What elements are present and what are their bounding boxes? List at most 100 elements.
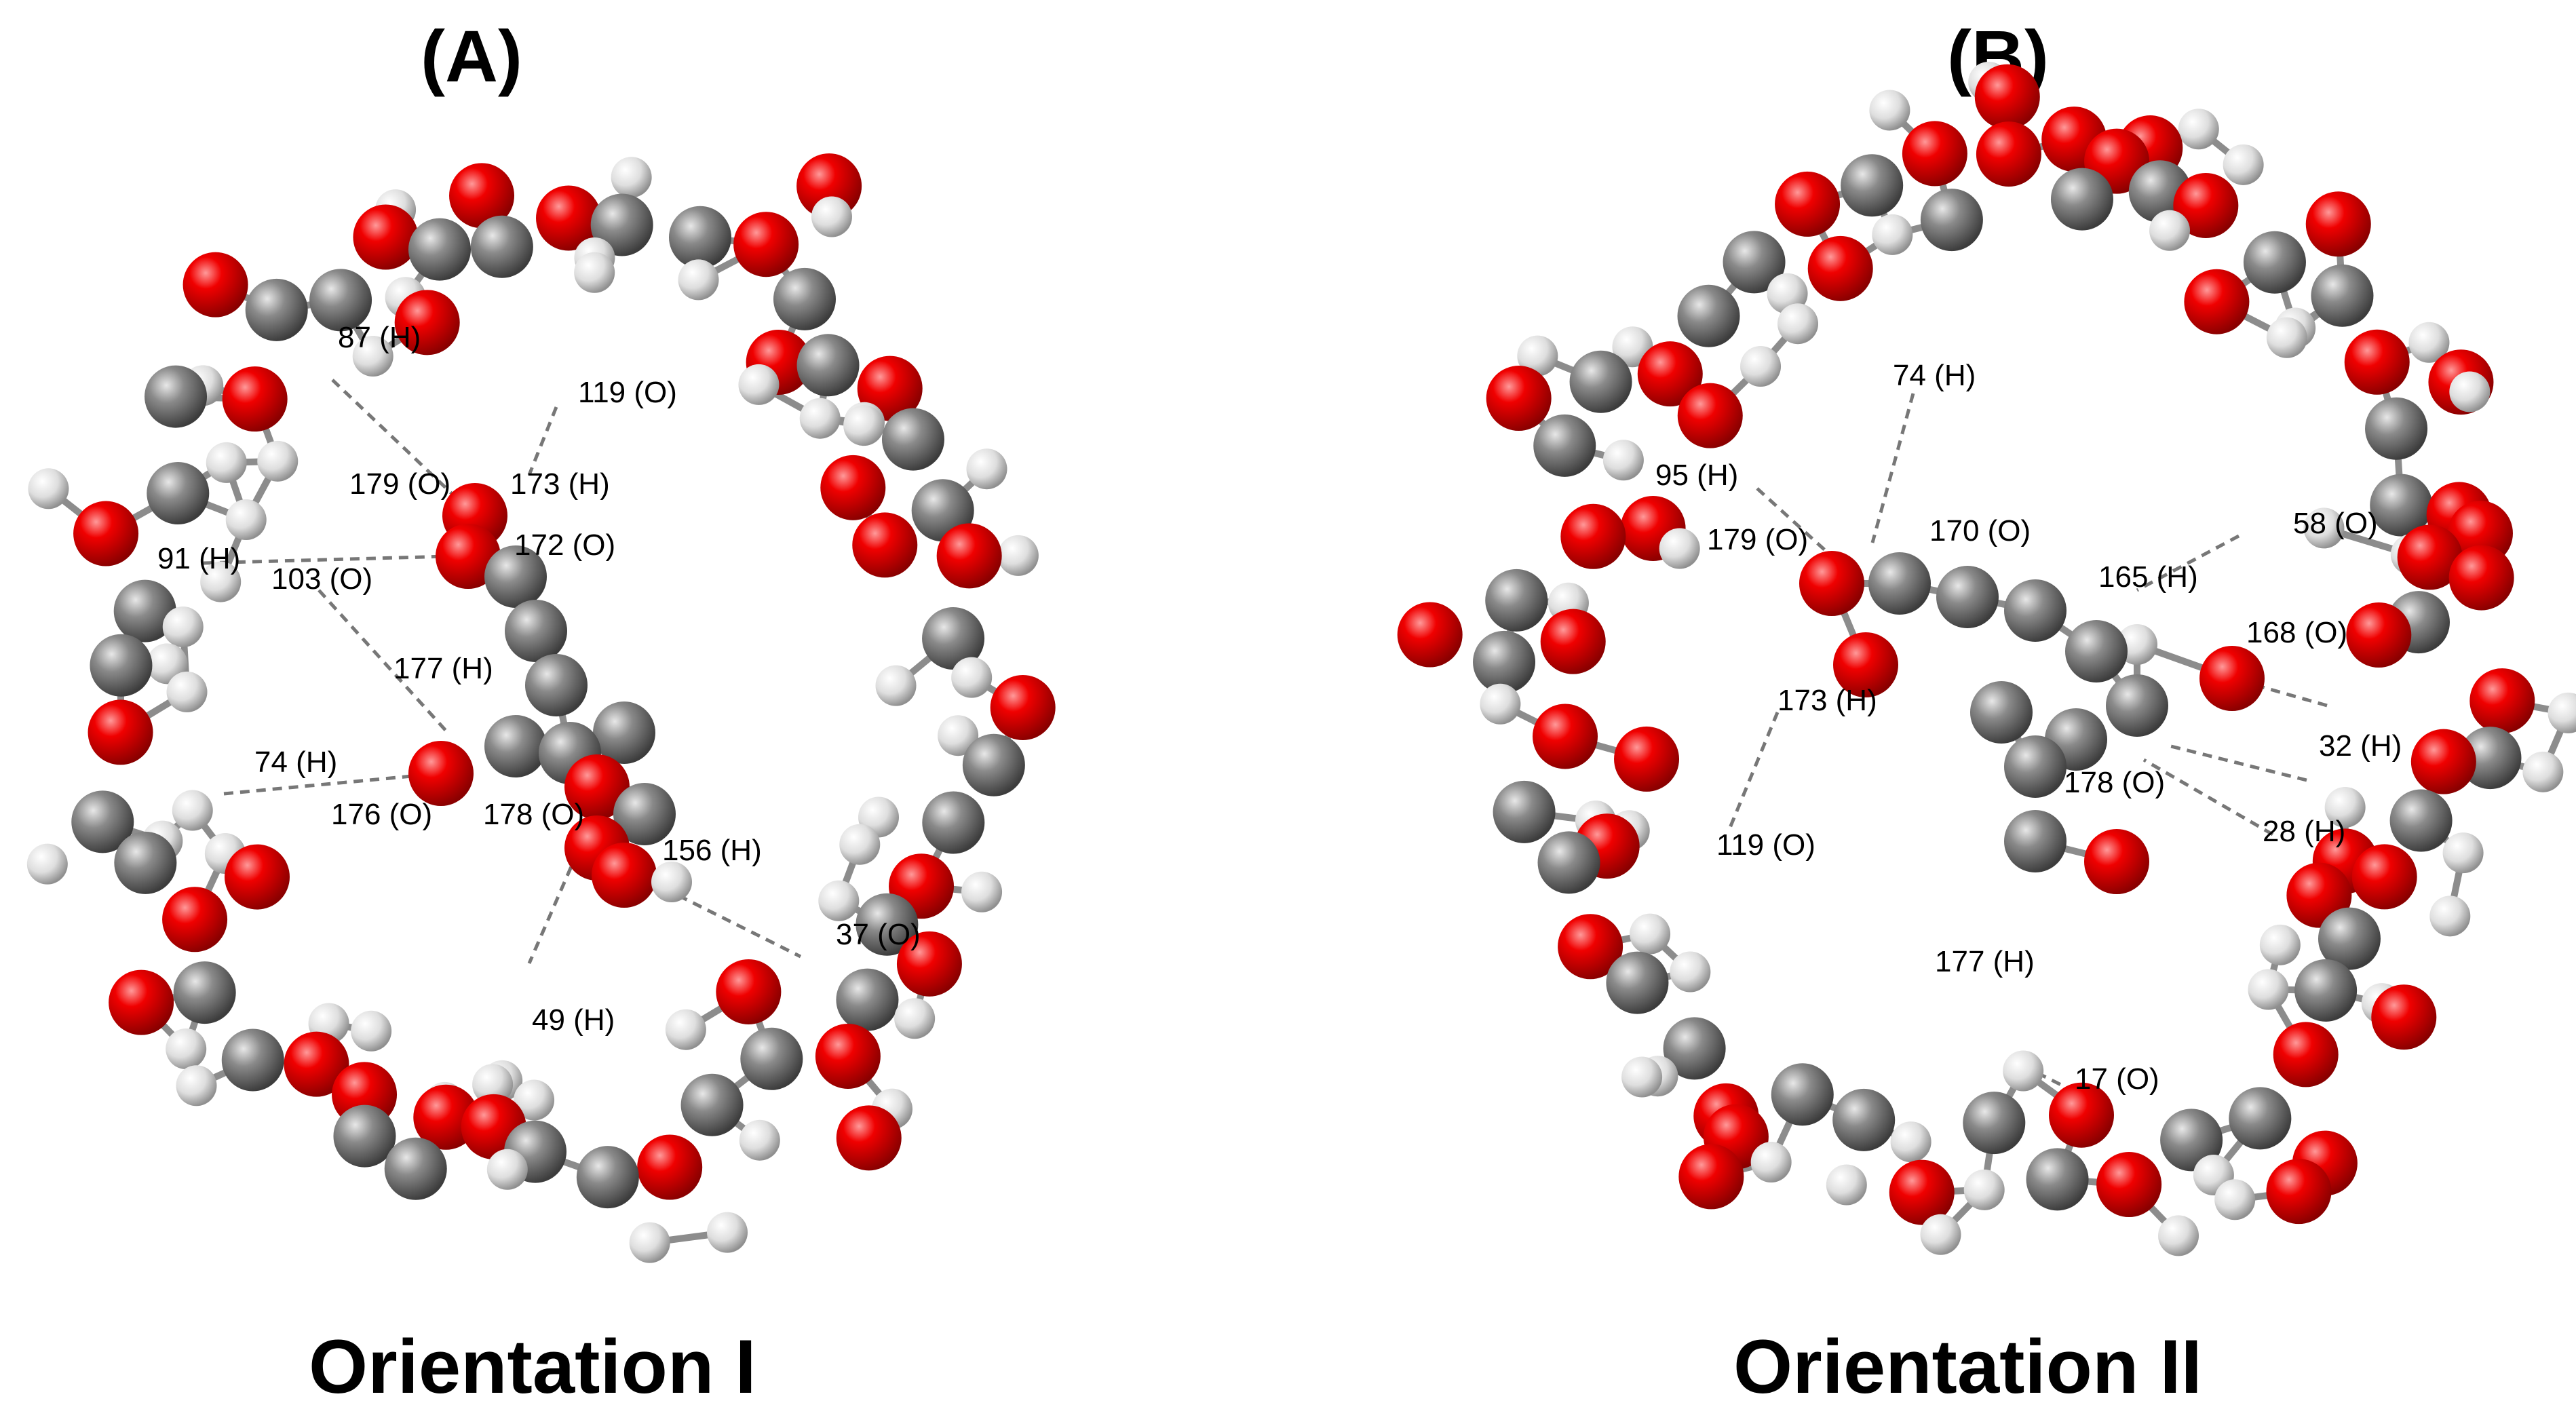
hydrogen-atom xyxy=(172,790,213,831)
oxygen-atom xyxy=(109,969,174,1035)
carbon-atom xyxy=(593,701,655,764)
hydrogen-atom xyxy=(611,157,652,198)
carbon-atom xyxy=(2004,810,2066,872)
hydrogen-atom xyxy=(799,398,841,439)
carbon-atom xyxy=(484,715,547,777)
carbon-atom xyxy=(1493,780,1556,843)
hydrogen-atom xyxy=(2003,1050,2044,1092)
hydrogen-atom xyxy=(1659,528,1700,569)
oxygen-atom xyxy=(1677,383,1743,448)
hydrogen-atom xyxy=(738,364,780,405)
oxygen-atom xyxy=(2410,729,2476,794)
hydrogen-atom xyxy=(28,468,69,509)
panel-a-heading: (A) xyxy=(421,15,522,97)
oxygen-atom xyxy=(2184,269,2250,334)
hydrogen-atom xyxy=(2178,109,2219,150)
atom-label: 103 (O) xyxy=(271,562,372,596)
carbon-atom xyxy=(576,1146,639,1209)
oxygen-atom xyxy=(1558,914,1623,980)
oxygen-atom xyxy=(936,523,1002,589)
carbon-atom xyxy=(71,790,134,853)
oxygen-atom xyxy=(1775,171,1841,237)
atom-label: 119 (O) xyxy=(1716,828,1815,862)
hydrogen-atom xyxy=(2158,1215,2199,1256)
carbon-atom xyxy=(1569,350,1632,413)
carbon-atom xyxy=(408,218,472,281)
hydrogen-atom xyxy=(514,1079,555,1121)
hydrogen-bond-layer xyxy=(203,379,802,964)
carbon-atom xyxy=(2004,735,2066,798)
oxygen-atom xyxy=(815,1023,881,1089)
atom-label: 177 (H) xyxy=(1935,945,2035,978)
hydrogen-atom xyxy=(257,440,299,482)
oxygen-atom xyxy=(1799,551,1864,616)
carbon-atom xyxy=(2311,264,2374,327)
oxygen-atom xyxy=(1560,503,1626,569)
hydrogen-atom xyxy=(166,1028,207,1070)
carbon-atom xyxy=(590,193,653,256)
carbon-atom xyxy=(484,545,547,608)
carbon-atom xyxy=(1537,831,1600,894)
hydrogen-bond xyxy=(2136,534,2240,592)
hydrogen-atom xyxy=(1517,335,1558,377)
oxygen-atom xyxy=(1397,602,1463,668)
hydrogen-atom xyxy=(26,843,68,885)
carbon-atom xyxy=(145,365,208,428)
carbon-atom xyxy=(384,1137,447,1200)
carbon-atom xyxy=(1832,1088,1896,1151)
oxygen-atom xyxy=(536,185,602,251)
carbon-atom xyxy=(90,634,153,697)
carbon-atom xyxy=(1723,231,1786,294)
hydrogen-atom xyxy=(1630,913,1671,955)
atom-label: 17 (O) xyxy=(2075,1062,2159,1096)
carbon-atom xyxy=(1663,1017,1726,1080)
carbon-atom xyxy=(922,791,985,854)
carbon-atom xyxy=(2065,620,2128,682)
panel-a-molecule: 87 (H)119 (O)179 (O)173 (H)172 (O)91 (H)… xyxy=(26,153,1056,1263)
carbon-atom xyxy=(505,600,567,662)
carbon-atom xyxy=(1533,414,1596,477)
oxygen-atom xyxy=(284,1031,349,1097)
panel-b-molecule: 74 (H)95 (H)179 (O)170 (O)58 (O)165 (H)1… xyxy=(1397,62,2576,1256)
oxygen-atom xyxy=(2273,1022,2339,1088)
oxygen-atom xyxy=(836,1105,902,1171)
hydrogen-atom xyxy=(875,665,917,706)
hydrogen-atom xyxy=(225,499,267,541)
hydrogen-atom xyxy=(1777,303,1819,345)
hydrogen-atom xyxy=(1480,683,1521,725)
oxygen-atom xyxy=(852,512,918,578)
hydrogen-atom xyxy=(2303,507,2345,549)
atom-label: 49 (H) xyxy=(532,1003,615,1037)
oxygen-atom xyxy=(1678,1144,1744,1210)
carbon-atom xyxy=(2365,397,2428,460)
hydrogen-atom xyxy=(200,561,242,602)
oxygen-atom xyxy=(394,290,460,355)
oxygen-atom xyxy=(1833,632,1898,697)
hydrogen-atom xyxy=(961,871,1003,912)
hydrogen-atom xyxy=(1872,214,1913,255)
carbon-atom xyxy=(173,961,236,1024)
hydrogen-atom xyxy=(162,607,204,648)
atom-label: 165 (H) xyxy=(2098,560,2198,594)
carbon-atom xyxy=(1936,566,1999,628)
carbon-atom xyxy=(309,269,372,332)
hydrogen-atom xyxy=(1869,90,1910,131)
hydrogen-atom xyxy=(486,1149,528,1190)
oxygen-atom xyxy=(1637,341,1703,407)
hydrogen-bond xyxy=(2142,758,2274,836)
carbon-atom xyxy=(962,733,1025,796)
oxygen-atom xyxy=(2344,329,2410,395)
atom-label: 74 (H) xyxy=(254,746,337,779)
carbon-atom xyxy=(796,334,860,397)
carbon-atom xyxy=(2050,168,2113,231)
hydrogen-bond xyxy=(677,893,802,959)
oxygen-atom xyxy=(2448,545,2514,611)
oxygen-atom xyxy=(637,1134,703,1200)
hydrogen-atom xyxy=(2149,210,2191,251)
carbon-atom xyxy=(2160,1109,2223,1172)
panel-b-caption: Orientation II xyxy=(1733,1324,2202,1409)
hydrogen-atom xyxy=(2449,371,2491,412)
oxygen-atom xyxy=(1974,64,2040,130)
panel-a-caption: Orientation I xyxy=(309,1324,756,1409)
oxygen-atom xyxy=(990,674,1056,740)
